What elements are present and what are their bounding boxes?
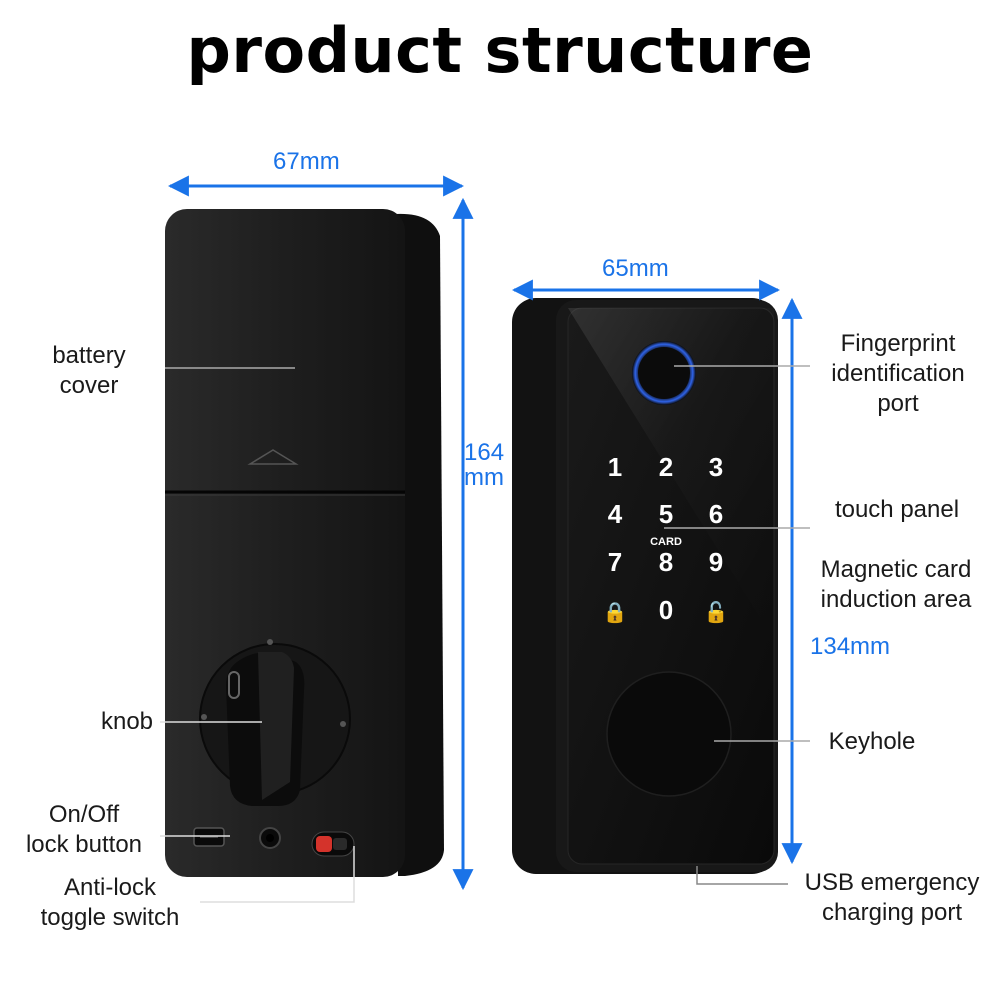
keypad-key-5[interactable]: 5 — [659, 499, 673, 529]
antilock-label-line1: Anti-lock — [63, 874, 157, 901]
height-back-label-unit: mm — [464, 464, 504, 491]
antilock-leader — [200, 846, 355, 903]
front-lock-unit — [512, 298, 778, 874]
onoff-label-line2: lock button — [25, 831, 143, 858]
usb-port-label-line2: charging port — [821, 899, 963, 926]
knob-label: knob — [100, 708, 154, 735]
keypad-key-6[interactable]: 6 — [709, 499, 723, 529]
fingerprint-label: Fingerprint identification port — [808, 329, 988, 419]
fingerprint-label-line2: identification — [831, 360, 965, 387]
callout-lines — [160, 365, 810, 903]
keypad-key-1[interactable]: 1 — [608, 452, 622, 482]
keypad-key-3[interactable]: 3 — [709, 452, 723, 482]
height-back-label-number: 164 — [464, 439, 505, 466]
keyhole-label: Keyhole — [828, 728, 916, 755]
keypad-unlock-icon[interactable]: 🔓 — [704, 600, 729, 624]
back-lock-unit — [165, 209, 444, 877]
keypad-key-7[interactable]: 7 — [608, 547, 622, 577]
width-front-label: 65mm — [602, 255, 669, 282]
keypad-key-4[interactable]: 4 — [608, 499, 623, 529]
magnetic-card-label: Magnetic card induction area — [798, 555, 994, 615]
usb-port-label-line1: USB emergency — [804, 869, 980, 896]
keypad-key-8[interactable]: 8 — [659, 547, 673, 577]
height-front-label: 134mm — [810, 633, 891, 660]
usb-port-label: USB emergency charging port — [788, 868, 996, 928]
dimension-arrows — [167, 175, 803, 891]
keypad-key-0[interactable]: 0 — [659, 595, 673, 625]
fingerprint-label-line1: Fingerprint — [840, 330, 956, 357]
magnetic-card-label-line1: Magnetic card — [820, 556, 972, 583]
page-title: product structure — [186, 14, 814, 87]
keypad-lock-icon[interactable]: 🔒 — [603, 602, 628, 624]
magnetic-card-label-line2: induction area — [820, 586, 972, 613]
keypad: 1 2 3 4 5 6 CARD 7 8 9 🔒 0 🔓 — [603, 452, 729, 625]
fingerprint-label-line3: port — [877, 390, 919, 417]
keypad-card-label: CARD — [650, 536, 682, 548]
onoff-label: On/Off lock button — [8, 800, 160, 860]
antilock-label-line2: toggle switch — [40, 904, 180, 931]
touch-panel-label: touch panel — [834, 496, 960, 523]
keypad-key-2[interactable]: 2 — [659, 452, 673, 482]
battery-cover-label: battery cover — [30, 341, 148, 401]
usb-leader — [696, 866, 788, 885]
width-back-label: 67mm — [273, 148, 340, 175]
battery-cover-label-line1: battery — [52, 342, 126, 369]
keypad-key-9[interactable]: 9 — [709, 547, 723, 577]
antilock-label: Anti-lock toggle switch — [20, 873, 200, 933]
battery-cover-label-line2: cover — [59, 372, 119, 399]
onoff-label-line1: On/Off — [48, 801, 120, 828]
